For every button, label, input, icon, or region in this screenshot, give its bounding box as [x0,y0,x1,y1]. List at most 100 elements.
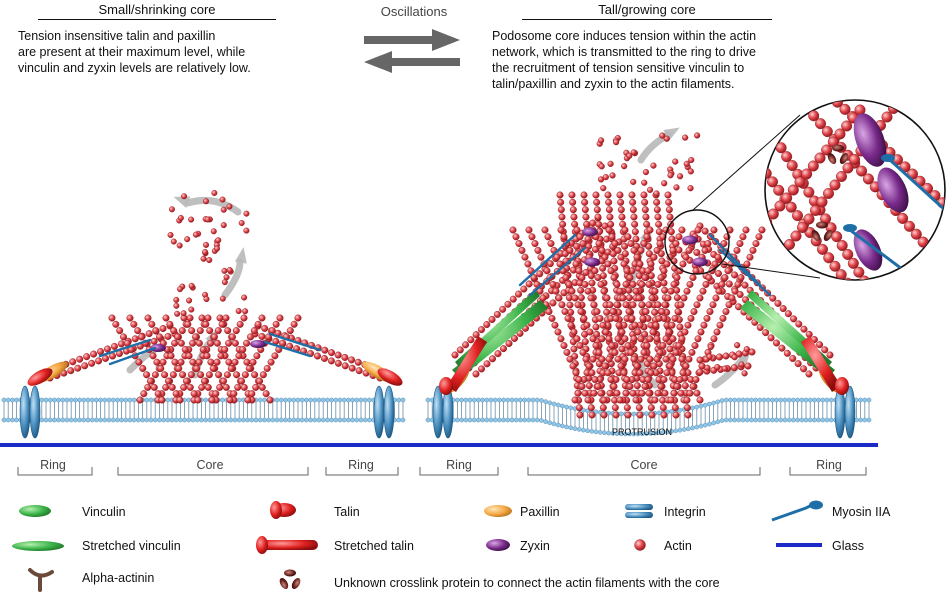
actin-bead [653,246,661,254]
lipid-head [786,397,792,403]
actin-bead [836,240,848,252]
actin-bead [545,308,553,316]
actin-bead [616,396,624,404]
lipid-head [715,399,721,405]
actin-bead [266,396,274,404]
lipid-head [119,397,124,403]
actin-bead [210,333,218,341]
lipid-head [312,397,318,403]
actin-bead [826,351,834,359]
actin-bead [152,327,160,335]
actin-bead [715,287,723,295]
actin-bead [176,396,184,404]
myosin-filament [108,346,157,366]
actin-bead [699,287,707,295]
lipid-head [694,404,700,410]
actin-bead [203,198,210,205]
actin-bead [483,321,491,329]
lipid-head [81,417,87,423]
actin-bead [505,340,513,348]
actin-bead [626,152,633,159]
actin-bead [616,191,624,199]
actin-bead [564,314,572,322]
lipid-head [354,417,360,423]
actin-bead [595,348,603,356]
actin-bead [144,383,152,391]
lipid-head [299,417,305,423]
actin-bead [546,260,554,268]
actin-bead [709,301,717,309]
actin-bead [650,253,658,261]
actin-bead [249,358,257,366]
actin-bead [639,314,647,322]
actin-bead [687,314,695,322]
lipid-head [770,397,775,403]
actin-bead [659,404,667,412]
actin-bead [221,267,228,274]
actin-bead [594,274,602,282]
actin-bead [504,300,512,308]
lipid-head [757,397,763,403]
lipid-head [131,397,137,403]
lipid-head [350,417,355,423]
actin-bead [673,294,681,302]
lipid-head [220,417,225,423]
actin-bead [842,162,854,174]
actin-bead [643,220,651,228]
lipid-head [711,420,716,426]
lipid-head [52,397,57,403]
actin-bead [721,274,729,282]
actin-bead [215,237,222,244]
segment-bracket [325,467,399,476]
actin-bead [661,389,669,397]
lipid-head [304,397,309,403]
lipid-head [715,419,721,425]
actin-bead [598,335,606,343]
actin-bead [700,321,708,329]
integrin-icon [625,512,653,518]
actin-bead [686,389,694,397]
actin-bead [657,382,665,390]
lipid-head [367,397,372,403]
actin-bead [629,301,637,309]
actin-bead [630,246,638,254]
actin-bead [570,328,578,336]
lipid-head [157,417,162,423]
actin-bead [683,287,691,295]
actin-bead [577,308,585,316]
lipid-head [455,397,460,403]
left-panel-title: Small/shrinking core [38,2,276,20]
actin-bead [591,267,599,275]
actin-bead [711,260,719,268]
actin-bead [243,358,251,366]
actin-bead [162,314,170,322]
actin-bead [621,226,629,234]
actin-bead [327,357,335,365]
lipid-head [211,417,217,423]
lipid-head [98,397,103,403]
actin-bead [556,260,564,268]
actin-bead [784,238,796,250]
actin-bead [599,264,607,272]
actin-bead [226,267,233,274]
lipid-head [757,417,763,423]
actin-bead [95,357,103,365]
lipid-head [862,397,868,403]
actin-bead [673,274,681,282]
actin-bead [604,369,612,377]
lipid-head [488,397,494,403]
lipid-head [362,417,368,423]
lipid-head [543,419,548,424]
actin-bead [175,364,183,372]
lipid-head [522,397,527,403]
actin-bead [606,213,614,221]
actin-bead [738,361,745,368]
actin-bead [177,358,185,366]
lipid-head [560,423,565,429]
actin-bead [687,168,694,175]
actin-bead [656,348,664,356]
lipid-head [786,417,792,423]
actin-bead [646,355,654,363]
actin-bead [294,314,302,322]
actin-bead [314,352,322,360]
